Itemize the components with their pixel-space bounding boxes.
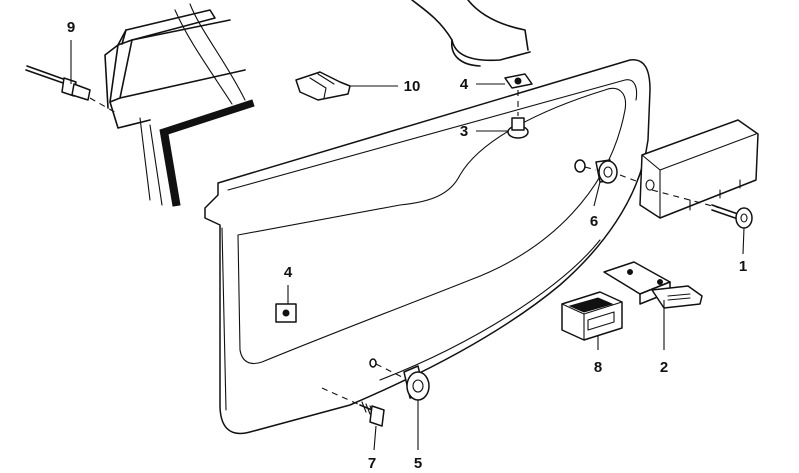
leader-lines — [70, 40, 745, 451]
pin-fastener-9 — [25, 65, 119, 115]
screw-3 — [507, 117, 529, 139]
plug-5 — [369, 358, 430, 401]
callout-8: 8 — [594, 359, 602, 376]
callout-10: 10 — [404, 78, 421, 95]
callout-4-lower: 4 — [284, 264, 293, 281]
callout-7: 7 — [368, 455, 376, 472]
callout-labels: 9 10 4 3 6 1 4 8 2 7 5 — [67, 19, 747, 472]
handle-cover-bracket — [639, 119, 759, 219]
screw-1 — [711, 204, 753, 229]
callout-1: 1 — [739, 258, 747, 275]
pillar-section — [104, 3, 246, 201]
latch-button-8 — [561, 291, 623, 341]
lock-bracket-2 — [603, 261, 703, 309]
plug-6 — [574, 159, 618, 184]
callout-5: 5 — [414, 455, 422, 472]
armrest-bracket — [411, 0, 531, 67]
callout-2: 2 — [660, 359, 668, 376]
callout-9: 9 — [67, 19, 75, 36]
door-seal-strip — [149, 99, 255, 207]
callout-4-upper: 4 — [460, 76, 469, 93]
callout-3: 3 — [460, 123, 468, 140]
door-trim-panel — [204, 59, 651, 435]
callout-6: 6 — [590, 213, 598, 230]
screw-7 — [321, 387, 385, 427]
clip-10 — [295, 71, 351, 101]
clip-nut-lower — [275, 303, 297, 323]
clip-nut-upper — [504, 73, 533, 89]
